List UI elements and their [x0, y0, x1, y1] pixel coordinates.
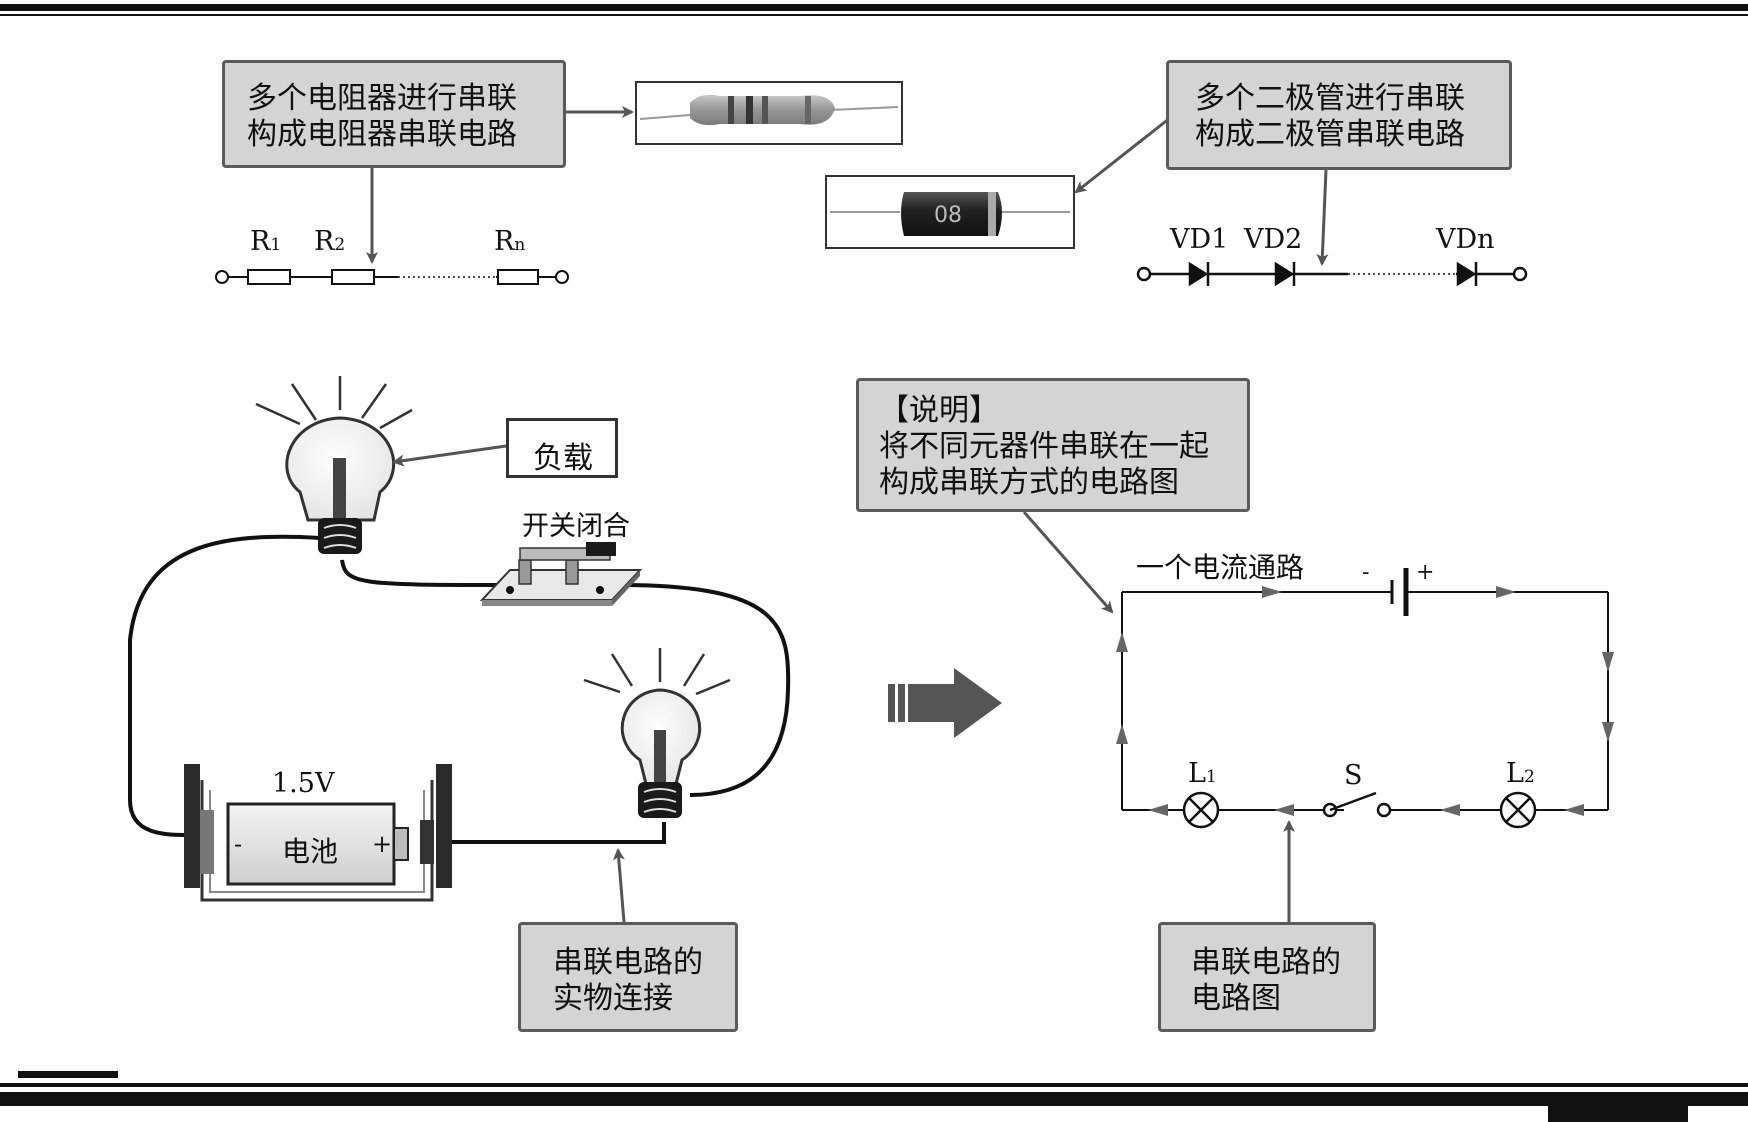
diode-photo: 08: [825, 175, 1075, 249]
bottom-left-mark: [18, 1071, 118, 1078]
arrow-to-vd2: [1316, 169, 1329, 266]
diode-caption-line1: 多个二极管进行串联: [1195, 81, 1465, 116]
load-label-box: 负载: [506, 418, 618, 478]
physical-caption-line2: 实物连接: [553, 981, 673, 1016]
arrow-to-load: [392, 444, 507, 467]
diode-marking: 08: [934, 203, 962, 228]
battery-plus: +: [372, 830, 393, 858]
bulb-load-bottom: [583, 648, 731, 818]
diode-caption-line2: 构成二极管串联电路: [1195, 117, 1465, 152]
bottom-rule-thick: [0, 1092, 1748, 1106]
switch-closed-label: 开关闭合: [522, 511, 630, 542]
bottom-right-block: [1548, 1104, 1688, 1122]
battery-minus: -: [234, 830, 243, 858]
note-line2: 将不同元器件串联在一起: [879, 429, 1209, 464]
arrow-to-diode-photo: [1074, 116, 1171, 194]
top-rule-thin: [0, 14, 1748, 16]
label-l1: L1: [1188, 758, 1217, 789]
schematic-battery-minus: -: [1362, 560, 1370, 585]
diode-caption-box: 多个二极管进行串联 构成二极管串联电路: [1166, 60, 1512, 170]
top-rule: [0, 4, 1748, 11]
schematic-battery-plus: +: [1416, 560, 1435, 585]
battery-voltage: 1.5V: [272, 768, 335, 799]
knife-switch: [479, 542, 643, 606]
diode-series-schematic: [1136, 261, 1528, 287]
schematic-caption-line2: 电路图: [1191, 981, 1281, 1016]
note-line3: 构成串联方式的电路图: [879, 465, 1179, 500]
label-vd2: VD2: [1244, 224, 1303, 255]
label-r2: R2: [314, 226, 346, 257]
lamp-l2-symbol: [1499, 791, 1537, 829]
load-label: 负载: [533, 441, 593, 476]
bottom-rule: [0, 1083, 1748, 1087]
current-path-label: 一个电流通路: [1136, 551, 1305, 584]
arrow-to-circuit-corner: [1022, 511, 1114, 614]
current-direction-arrows: [1116, 586, 1614, 816]
label-r1: R1: [250, 226, 282, 257]
label-vd1: VD1: [1170, 224, 1229, 255]
label-s: S: [1344, 760, 1363, 791]
physical-caption-box: 串联电路的 实物连接: [518, 922, 738, 1032]
lamp-l1-symbol: [1182, 791, 1220, 829]
label-l2: L2: [1506, 758, 1535, 789]
bulb-load-top: [255, 376, 413, 554]
note-title: 【说明】: [879, 393, 999, 428]
physical-wires: [128, 534, 791, 844]
resistor-caption-box: 多个电阻器进行串联 构成电阻器串联电路: [222, 60, 566, 168]
resistor-series-schematic: [215, 269, 569, 285]
note-box: 【说明】 将不同元器件串联在一起 构成串联方式的电路图: [856, 378, 1250, 512]
schematic-wires: [1121, 591, 1609, 811]
battery-holder: [184, 764, 452, 902]
schematic-caption-box: 串联电路的 电路图: [1158, 922, 1376, 1032]
switch-s-symbol: [1322, 791, 1392, 818]
physical-caption-line1: 串联电路的: [553, 945, 703, 980]
schematic-caption-line1: 串联电路的: [1191, 945, 1341, 980]
resistor-caption-line1: 多个电阻器进行串联: [247, 81, 517, 116]
resistor-caption-line2: 构成电阻器串联电路: [247, 117, 517, 152]
label-rn: Rn: [494, 226, 526, 257]
arrow-to-wire: [612, 848, 626, 923]
battery-label: 电池: [282, 835, 339, 868]
label-vdn: VDn: [1436, 224, 1495, 255]
resistor-photo: [635, 81, 903, 145]
transition-arrow: [888, 668, 1002, 738]
schematic-battery-symbol: [1388, 568, 1412, 616]
